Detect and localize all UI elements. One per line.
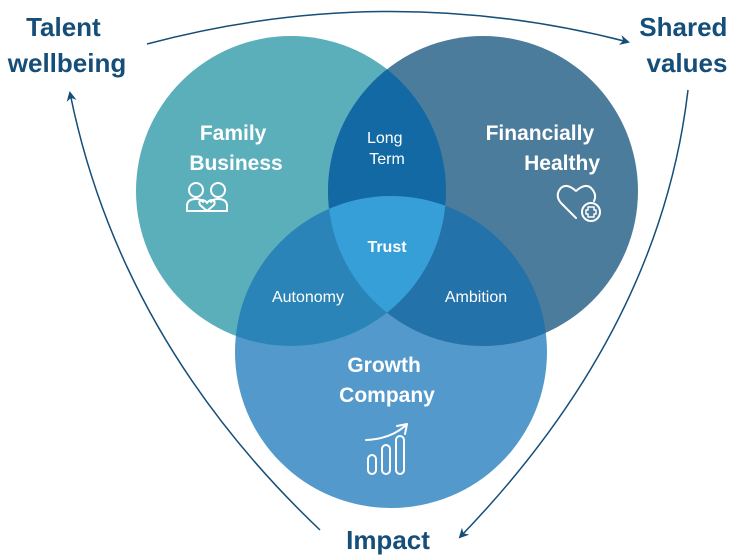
label-ambition: Ambition [445,289,507,306]
label-financially-healthy: Financially Healthy [486,122,601,175]
label-family-business: Family Business [189,122,282,175]
label-shared-values: Shared values [639,12,734,78]
growth-chart-icon [365,423,408,475]
arrow-impact-to-talent [66,91,321,531]
arrow-talent-to-shared [146,10,630,45]
overlap-ambition [328,196,547,346]
label-long-term: Long Term [367,130,407,168]
overlap-autonomy [235,196,446,346]
label-growth-company: Growth Company [339,354,435,407]
heart-plus-icon [556,185,601,222]
family-heart-icon [186,182,228,212]
label-trust: Trust [367,239,407,256]
label-autonomy: Autonomy [272,289,344,306]
arrow-shared-to-impact [458,89,689,539]
label-talent-wellbeing: Talent wellbeing [7,12,126,78]
label-impact: Impact [346,525,430,555]
